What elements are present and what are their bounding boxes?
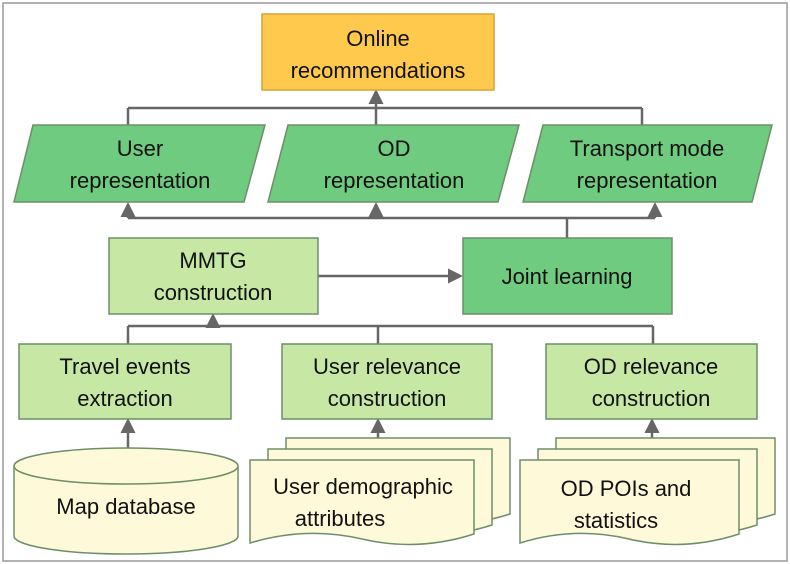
travel-events-extraction-box: Travel events extraction bbox=[18, 343, 232, 420]
user-representation-box: User representation bbox=[13, 124, 266, 203]
mmtg-line-1: MMTG bbox=[179, 248, 246, 273]
transport-rep-line-1: Transport mode bbox=[570, 136, 724, 161]
online-line-2: recommendations bbox=[291, 58, 466, 83]
user-demographic-line-1: User demographic bbox=[273, 474, 453, 499]
od-pois-line-1: OD POIs and bbox=[561, 476, 692, 501]
od-pois-line-2: statistics bbox=[574, 508, 658, 533]
map-database-label: Map database bbox=[56, 494, 195, 519]
od-relevance-construction-box: OD relevance construction bbox=[545, 343, 758, 420]
online-line-1: Online bbox=[346, 26, 410, 51]
joint-learning-label: Joint learning bbox=[502, 264, 633, 289]
transport-rep-line-2: representation bbox=[577, 168, 718, 193]
user-rep-line-2: representation bbox=[70, 168, 211, 193]
user-relevance-line-1: User relevance bbox=[313, 354, 461, 379]
user-relevance-line-2: construction bbox=[328, 386, 447, 411]
transport-mode-representation-box: Transport mode representation bbox=[522, 124, 773, 203]
od-rep-line-1: OD bbox=[378, 136, 411, 161]
od-rep-line-2: representation bbox=[324, 168, 465, 193]
travel-events-line-1: Travel events bbox=[59, 354, 190, 379]
user-demographic-documents: User demographic attributes bbox=[249, 437, 511, 546]
od-relevance-line-1: OD relevance bbox=[584, 354, 719, 379]
joint-learning-box: Joint learning bbox=[462, 237, 673, 315]
mmtg-construction-box: MMTG construction bbox=[108, 237, 319, 315]
user-relevance-construction-box: User relevance construction bbox=[281, 343, 493, 420]
od-pois-documents: OD POIs and statistics bbox=[519, 437, 776, 546]
user-rep-line-1: User bbox=[117, 136, 163, 161]
user-demographic-line-2: attributes bbox=[295, 506, 386, 531]
online-recommendations-box: Online recommendations bbox=[261, 13, 495, 91]
od-representation-box: OD representation bbox=[267, 124, 520, 203]
travel-events-line-2: extraction bbox=[77, 386, 172, 411]
od-relevance-line-2: construction bbox=[592, 386, 711, 411]
map-database-cylinder: Map database bbox=[13, 447, 239, 555]
mmtg-line-2: construction bbox=[154, 280, 273, 305]
